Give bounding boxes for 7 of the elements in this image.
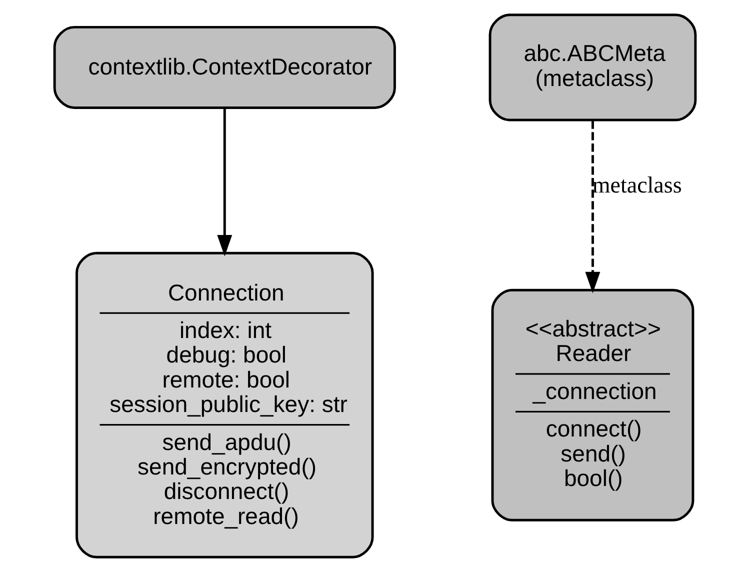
node-box: contextlib.ContextDecorator (53, 26, 396, 109)
arrow (217, 108, 232, 256)
node-box: <<abstract>> Reader _connection connect() send() bool() (491, 288, 694, 522)
node-box: Connection index: int debug: bool remote: bool session_public_key: str send_apdu() send_encrypted() disconnect() remote_read() (76, 252, 374, 558)
edge-label: metaclass (592, 172, 682, 198)
node-box: abc.ABCMeta (metaclass) (488, 14, 697, 122)
arrow (585, 120, 600, 294)
